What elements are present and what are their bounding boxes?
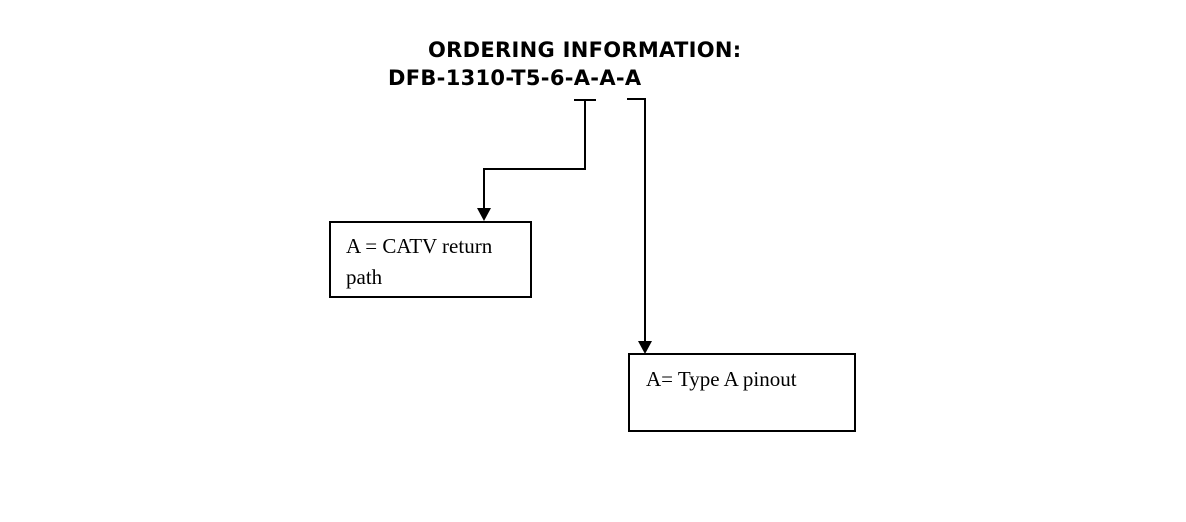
part-number: DFB-1310-T5-6-A-A-A [388,66,642,90]
arrowhead-down-icon [477,208,491,221]
callout-text-line: A = CATV return [346,234,493,258]
callout-text-line: A= Type A pinout [646,367,797,391]
connector-pinout-line [627,98,646,344]
connector-return-path-line [483,99,596,211]
page-title: ORDERING INFORMATION: [428,38,742,62]
callout-type-a-pinout: A= Type A pinout [628,353,856,432]
callout-catv-return-path: A = CATV return path [329,221,532,298]
callout-text-line: path [346,265,383,289]
